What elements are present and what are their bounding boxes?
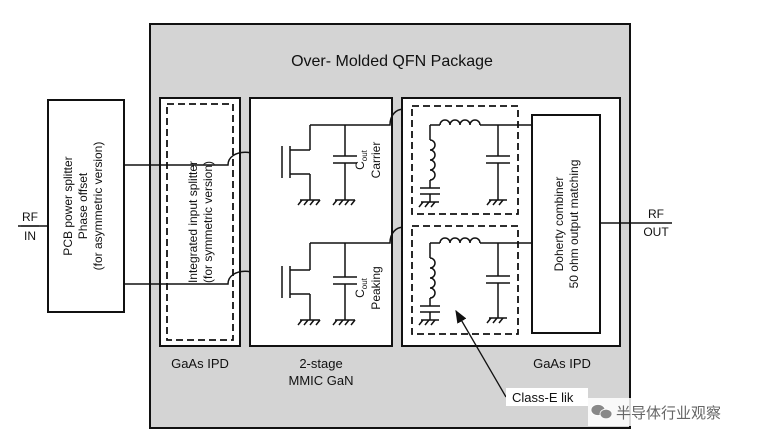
rf-out-bottom: OUT — [643, 225, 669, 239]
combiner-line1: Doherty combiner — [552, 177, 566, 272]
carrier-cout: Cout — [353, 149, 369, 170]
class-e-network-top — [411, 105, 519, 215]
output-ipd-caption: GaAs IPD — [533, 356, 591, 371]
svg-text:Cout: Cout — [353, 149, 369, 170]
class-e-circuit-bottom — [418, 237, 532, 326]
class-e-circuit-top — [418, 119, 532, 208]
peaking-cout-base: C — [353, 289, 367, 298]
peaking-transistor — [281, 242, 384, 326]
watermark: 半导体行业观察 — [588, 398, 764, 426]
input-splitter-dashed — [166, 103, 234, 341]
input-splitter-text: Integrated input splitter (for symmetric… — [186, 161, 215, 283]
peaking-cout: Cout — [353, 277, 369, 298]
package-title: Over- Molded QFN Package — [291, 53, 493, 70]
pcb-splitter-block — [47, 99, 125, 313]
input-ipd-caption: GaAs IPD — [171, 356, 229, 371]
pcb-splitter-text: PCB power splitter Phase offset (for asy… — [61, 142, 105, 271]
input-ipd-block — [159, 97, 241, 347]
carrier-transistor — [281, 124, 384, 206]
class-e-label: Class-E lik — [512, 390, 574, 405]
wechat-icon — [590, 404, 613, 420]
mmic-block — [249, 97, 393, 347]
class-e-pointer — [455, 309, 507, 398]
carrier-label: Carrier — [369, 142, 383, 179]
mmic-caption-1: 2-stage — [299, 356, 342, 371]
rf-in-bottom: IN — [24, 229, 36, 243]
watermark-text: 半导体行业观察 — [616, 404, 721, 422]
svg-text:Cout: Cout — [353, 277, 369, 298]
doherty-combiner-block — [531, 114, 601, 334]
peaking-cout-sub: out — [360, 277, 369, 289]
input-splitter-line1: Integrated input splitter — [186, 161, 200, 283]
rf-in-top: RF — [22, 210, 38, 224]
peaking-label: Peaking — [369, 266, 383, 309]
mmic-caption-2: MMIC GaN — [289, 373, 354, 388]
rf-out-top: RF — [648, 207, 664, 221]
combiner-text: Doherty combiner 50 ohm output matching — [552, 160, 581, 289]
pcb-splitter-line3: (for asymmetric version) — [91, 142, 105, 271]
combiner-line2: 50 ohm output matching — [567, 160, 581, 289]
carrier-cout-sub: out — [360, 149, 369, 161]
input-splitter-line2: (for symmetric version) — [201, 161, 215, 283]
pcb-splitter-line1: PCB power splitter — [61, 156, 75, 255]
pcb-splitter-line2: Phase offset — [76, 172, 90, 239]
class-e-network-bottom — [411, 225, 519, 335]
carrier-cout-base: C — [353, 161, 367, 170]
class-e-label-bg — [506, 388, 588, 406]
